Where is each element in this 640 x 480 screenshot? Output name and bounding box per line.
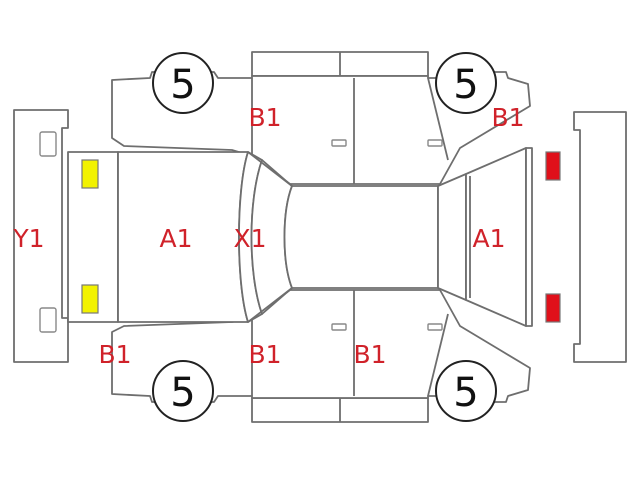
tire-front-right: 5 <box>152 360 214 422</box>
code-label-windshield: X1 <box>233 224 266 253</box>
tire-rear-left: 5 <box>435 52 497 114</box>
windshield-roof <box>238 151 439 323</box>
code-label-top-rear-quarter: B1 <box>491 103 524 132</box>
code-label-trunk: A1 <box>472 224 505 253</box>
code-label-hood: A1 <box>159 224 192 253</box>
tire-front-left: 5 <box>152 52 214 114</box>
taillight-red-bottom <box>545 293 561 323</box>
rear-bumper <box>573 111 627 363</box>
rear-window-trunk <box>437 147 533 327</box>
tire-rear-right: 5 <box>435 360 497 422</box>
front-bumper <box>13 109 69 363</box>
tire-condition-code: 5 <box>453 62 478 108</box>
headlight-yellow-top <box>81 159 99 189</box>
tire-condition-code: 5 <box>453 370 478 416</box>
code-label-top-fender: B1 <box>248 103 281 132</box>
bottom-door-panels <box>251 397 429 423</box>
code-label-bottom-rear-door: B1 <box>353 340 386 369</box>
tire-condition-code: 5 <box>170 62 195 108</box>
tire-condition-code: 5 <box>170 370 195 416</box>
headlight-yellow-bottom <box>81 284 99 314</box>
code-label-bottom-front-fender: B1 <box>98 340 131 369</box>
code-label-bottom-front-door: B1 <box>248 340 281 369</box>
top-door-panels <box>251 51 429 77</box>
taillight-red-top <box>545 151 561 181</box>
code-label-front-bumper: Y1 <box>12 224 44 253</box>
